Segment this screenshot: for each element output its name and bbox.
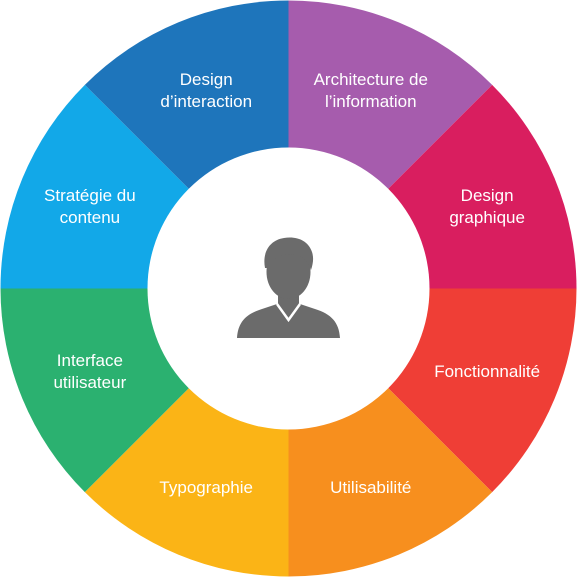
user-icon-head	[266, 245, 311, 299]
segment-label-strategie-contenu: Stratégie du contenu	[44, 186, 136, 227]
segment-label-line: Architecture de	[314, 70, 428, 89]
segment-label-line: Design	[180, 70, 233, 89]
segment-label-design-interaction: Design d’interaction	[160, 70, 252, 111]
segment-label-line: l’information	[325, 92, 417, 111]
segment-label-line: Utilisabilité	[330, 478, 411, 497]
segment-label-line: graphique	[449, 208, 525, 227]
segment-label-line: Design	[461, 186, 514, 205]
user-icon-hair	[264, 237, 314, 270]
segment-label-typographie: Typographie	[159, 478, 253, 497]
segment-label-architecture-information: Architecture de l’information	[314, 70, 428, 111]
segment-label-fonctionnalite: Fonctionnalité	[434, 362, 540, 381]
user-icon-collar	[275, 303, 302, 323]
user-icon	[237, 237, 340, 338]
segment-label-line: utilisateur	[53, 373, 126, 392]
segment-label-line: Stratégie du	[44, 186, 136, 205]
segment-label-utilisabilite: Utilisabilité	[330, 478, 411, 497]
segment-label-line: contenu	[60, 208, 121, 227]
segment-label-line: d’interaction	[160, 92, 252, 111]
segment-label-design-graphique: Design graphique	[449, 186, 525, 227]
segment-label-line: Typographie	[159, 478, 253, 497]
segment-label-line: Fonctionnalité	[434, 362, 540, 381]
user-icon-neck	[278, 292, 299, 318]
segment-label-line: Interface	[57, 351, 123, 370]
segment-label-interface-utilisateur: Interface utilisateur	[53, 351, 126, 392]
